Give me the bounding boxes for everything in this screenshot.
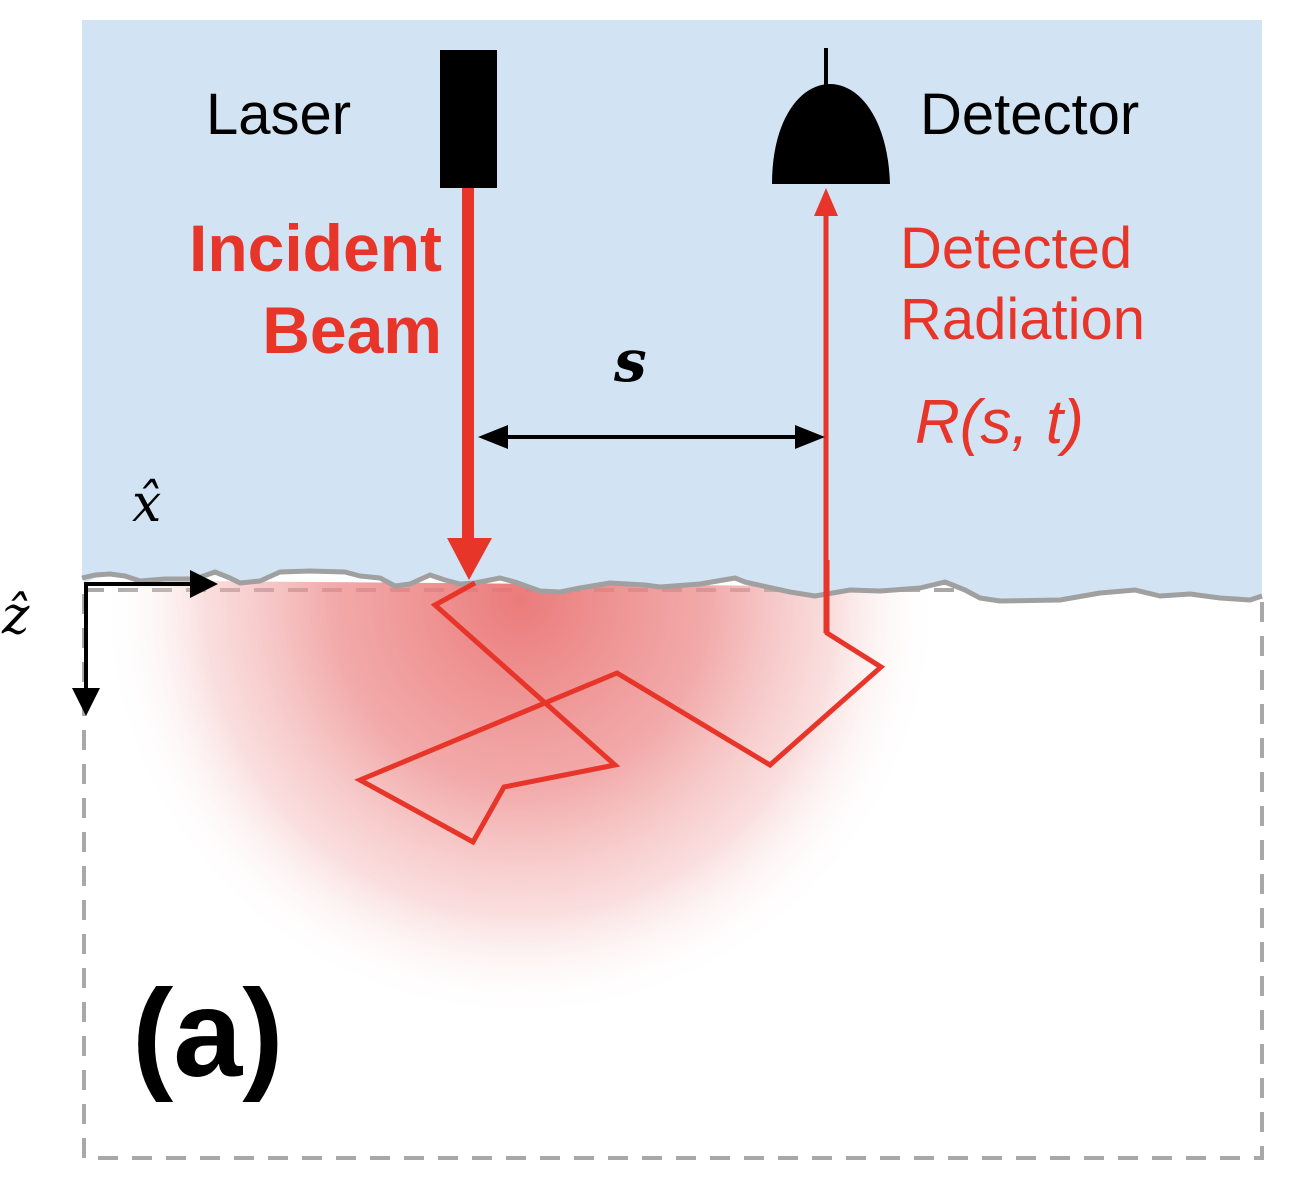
detector-label: Detector [920, 82, 1140, 147]
incident-beam-arrowhead [447, 538, 492, 580]
incident-beam-label: Incident Beam [140, 208, 442, 372]
laser-label: Laser [206, 82, 352, 147]
separation-arrow-left-head [478, 425, 508, 449]
incident-label-line1: Incident [188, 211, 442, 285]
x-axis-arrowhead [190, 570, 218, 598]
incident-label-line2: Beam [262, 292, 442, 367]
photon-random-walk [354, 560, 886, 846]
z-axis-arrowhead [72, 688, 100, 716]
reflectance-function-label: R(s, t) [915, 388, 1084, 457]
z-axis-label: ẑ [2, 586, 30, 646]
detected-radiation-arrowhead [814, 188, 838, 216]
diffuse-glow [90, 580, 950, 1010]
detected-label-line2: Radiation [900, 286, 1146, 352]
surface-line [81, 568, 1263, 604]
panel-label: (a) [132, 965, 284, 1103]
detected-radiation-label: Detected Radiation [900, 214, 1220, 356]
medium-region [82, 20, 1262, 603]
separation-arrow-right-head [795, 425, 825, 449]
laser-source-icon [440, 50, 497, 188]
x-axis-label: x̂ [132, 474, 162, 534]
separation-label: s [614, 327, 647, 395]
detector-icon [772, 84, 890, 184]
detected-label-line1: Detected [900, 216, 1133, 281]
